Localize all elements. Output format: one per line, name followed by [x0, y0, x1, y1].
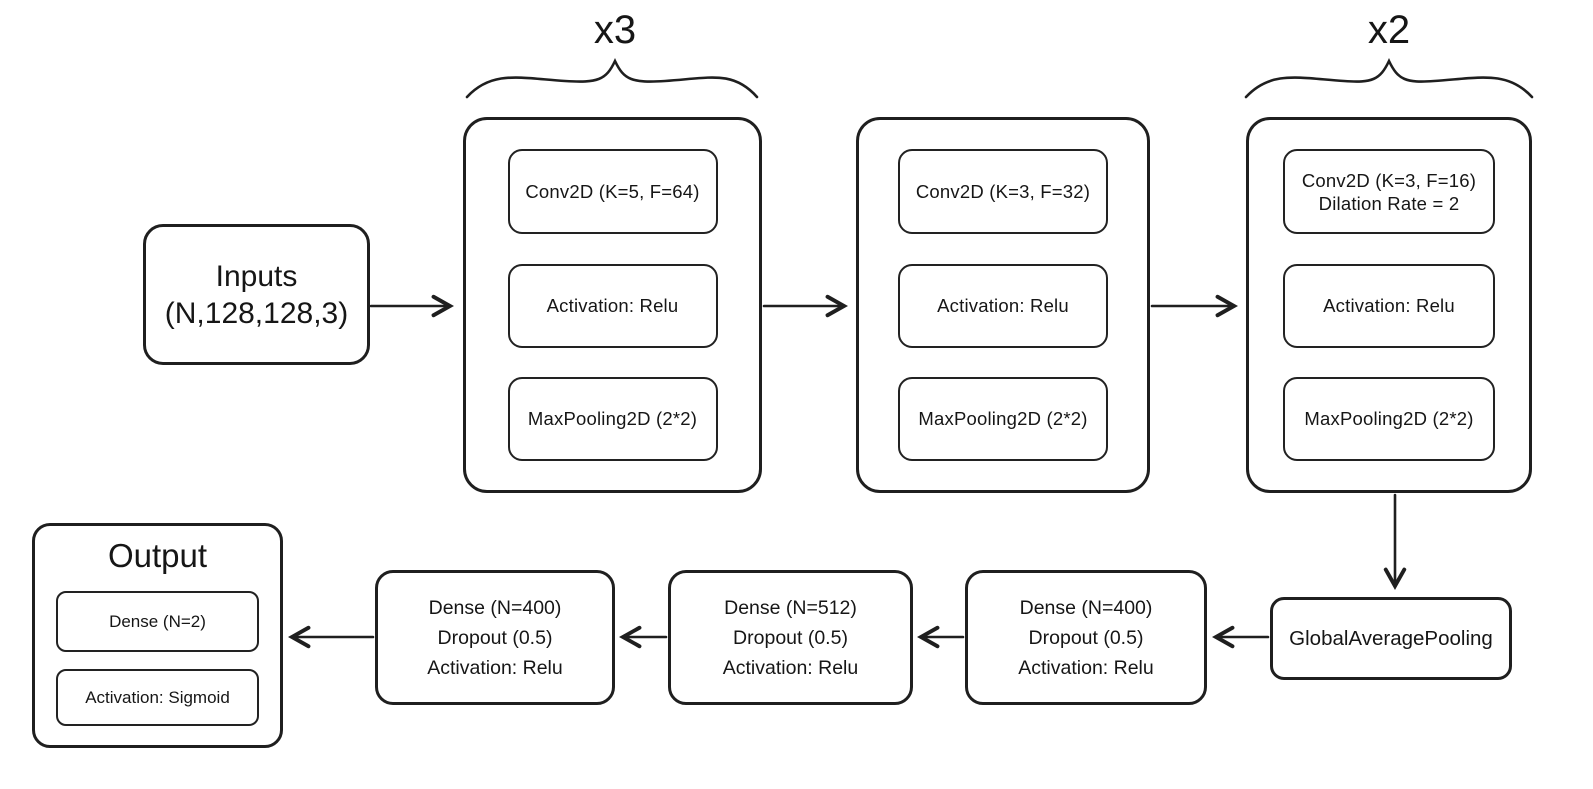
conv-block-1-conv2d-label: Conv2D (K=5, F=64) — [525, 181, 700, 203]
conv-block-3-conv2d-layer: Conv2D (K=3, F=16) Dilation Rate = 2 — [1283, 149, 1495, 235]
inputs-shape: (N,128,128,3) — [164, 296, 349, 330]
conv-block-3-maxpooling-label: MaxPooling2D (2*2) — [1304, 408, 1474, 430]
dense-2-dropout-label: Dropout (0.5) — [733, 626, 848, 649]
conv-block-2: Conv2D (K=3, F=32) Activation: Relu MaxP… — [856, 117, 1150, 493]
global-average-pooling-node: GlobalAveragePooling — [1270, 597, 1512, 680]
conv-block-2-activation-label: Activation: Relu — [937, 295, 1069, 316]
conv-block-1-maxpooling-layer: MaxPooling2D (2*2) — [507, 376, 718, 461]
conv-block-3-conv2d-label: Conv2D (K=3, F=16) — [1301, 169, 1477, 191]
dense-1-units-label: Dense (N=400) — [1019, 596, 1153, 619]
brace-x3 — [465, 57, 759, 99]
output-title: Output — [107, 537, 208, 574]
dense-node-3: Dense (N=400) Dropout (0.5) Activation: … — [375, 570, 615, 705]
repeat-label-x3: x3 — [594, 8, 636, 52]
repeat-label-x2-text: x2 — [1367, 8, 1411, 52]
dense-2-activation-label: Activation: Relu — [722, 656, 859, 679]
conv-block-1: Conv2D (K=5, F=64) Activation: Relu MaxP… — [463, 117, 762, 493]
conv-block-3-maxpooling-layer: MaxPooling2D (2*2) — [1283, 376, 1495, 461]
dense-3-units-label: Dense (N=400) — [428, 596, 562, 619]
conv-block-2-maxpooling-layer: MaxPooling2D (2*2) — [898, 376, 1108, 461]
conv-block-2-conv2d-label: Conv2D (K=3, F=32) — [915, 181, 1091, 203]
conv-block-1-conv2d-layer: Conv2D (K=5, F=64) — [507, 149, 718, 235]
conv-block-2-activation-layer: Activation: Relu — [898, 263, 1108, 348]
conv-block-1-activation-label: Activation: Relu — [546, 295, 679, 316]
dense-node-2: Dense (N=512) Dropout (0.5) Activation: … — [668, 570, 913, 705]
conv-block-3-activation-label: Activation: Relu — [1323, 295, 1455, 316]
output-activation-label: Activation: Sigmoid — [85, 687, 230, 707]
conv-block-3-dilation-label: Dilation Rate = 2 — [1318, 192, 1460, 214]
dense-3-dropout-label: Dropout (0.5) — [437, 626, 553, 649]
output-dense-layer: Dense (N=2) — [56, 591, 259, 652]
dense-3-activation-label: Activation: Relu — [427, 656, 563, 679]
dense-1-dropout-label: Dropout (0.5) — [1028, 626, 1144, 649]
repeat-label-x2: x2 — [1368, 8, 1410, 52]
conv-block-2-maxpooling-label: MaxPooling2D (2*2) — [918, 408, 1088, 430]
dense-1-activation-label: Activation: Relu — [1018, 656, 1154, 679]
conv-block-1-activation-layer: Activation: Relu — [507, 263, 718, 348]
conv-block-2-conv2d-layer: Conv2D (K=3, F=32) — [898, 149, 1108, 235]
brace-x2 — [1244, 57, 1534, 99]
conv-block-3: Conv2D (K=3, F=16) Dilation Rate = 2 Act… — [1246, 117, 1532, 493]
output-dense-label: Dense (N=2) — [109, 611, 206, 631]
repeat-label-x3-text: x3 — [593, 8, 637, 52]
dense-2-units-label: Dense (N=512) — [724, 596, 857, 619]
output-node: Output Dense (N=2) Activation: Sigmoid — [32, 523, 283, 748]
conv-block-3-activation-layer: Activation: Relu — [1283, 263, 1495, 348]
global-average-pooling-label: GlobalAveragePooling — [1289, 626, 1493, 650]
output-activation-layer: Activation: Sigmoid — [56, 669, 259, 726]
inputs-title: Inputs — [215, 259, 298, 293]
conv-block-1-maxpooling-label: MaxPooling2D (2*2) — [527, 408, 698, 430]
dense-node-1: Dense (N=400) Dropout (0.5) Activation: … — [965, 570, 1207, 705]
inputs-node: Inputs (N,128,128,3) — [143, 224, 370, 365]
